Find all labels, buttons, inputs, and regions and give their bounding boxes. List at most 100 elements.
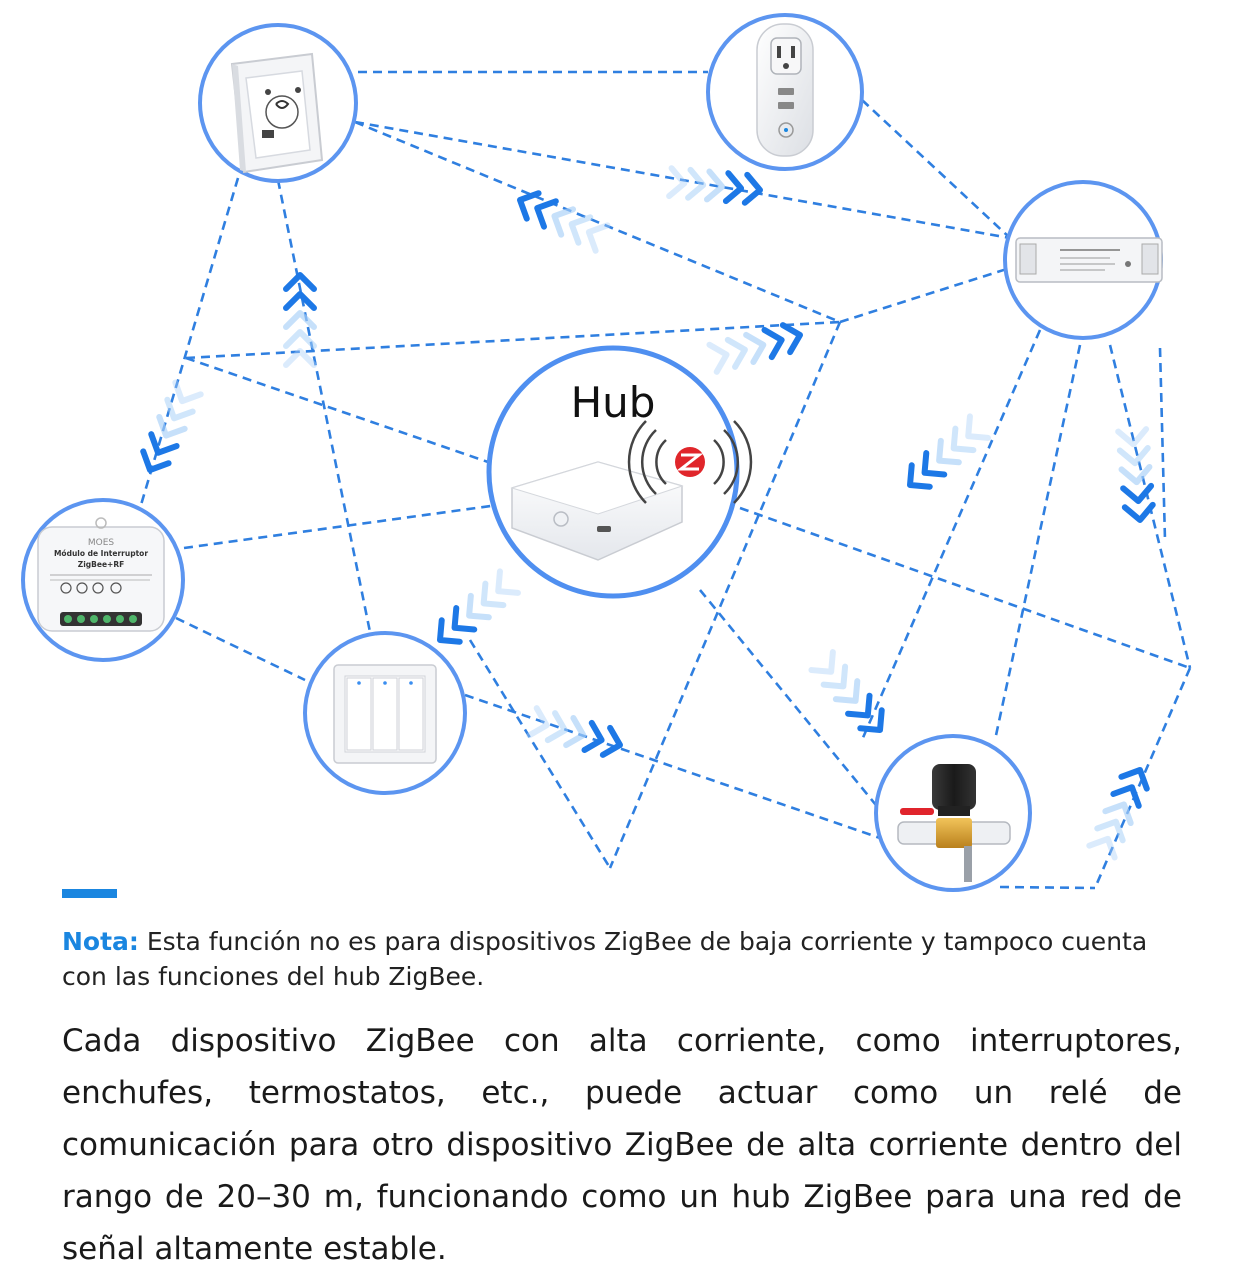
chevron-stroke bbox=[703, 168, 726, 203]
chevron-arrow-icon bbox=[283, 272, 317, 368]
chevron-stroke bbox=[1094, 818, 1126, 844]
chevron-stroke bbox=[965, 413, 991, 441]
chevron-arrow-icon bbox=[140, 379, 204, 473]
switch-module-brand: MOES bbox=[88, 538, 115, 548]
dash-line bbox=[739, 506, 1191, 670]
chevron-stroke bbox=[148, 431, 180, 456]
chevron-stroke bbox=[451, 605, 478, 633]
signal-arrows bbox=[140, 165, 1156, 861]
mesh-network-diagram: MOES Módulo de Interruptor ZigBee+RF bbox=[21, 13, 1192, 892]
dash-line bbox=[860, 329, 1042, 741]
chevron-stroke bbox=[283, 348, 317, 368]
chevron-stroke bbox=[544, 710, 568, 744]
switch-module-title: Módulo de Interruptor bbox=[54, 549, 148, 558]
chevron-stroke bbox=[585, 222, 611, 254]
chevron-stroke bbox=[921, 450, 948, 478]
hub-device-icon bbox=[510, 461, 684, 561]
water-valve-node bbox=[874, 734, 1032, 892]
chevron-stroke bbox=[685, 166, 707, 201]
chevron-stroke bbox=[666, 165, 688, 200]
switch-module-icon: MOES Módulo de Interruptor ZigBee+RF bbox=[37, 517, 165, 632]
chevron-stroke bbox=[936, 437, 962, 466]
dash-line bbox=[185, 320, 841, 360]
chevron-stroke bbox=[832, 678, 861, 704]
hub-node: Hub bbox=[486, 345, 753, 599]
note-body: Esta función no es para dispositivos Zig… bbox=[62, 927, 1148, 991]
chevron-stroke bbox=[845, 692, 873, 719]
accent-bar bbox=[62, 889, 117, 898]
chevron-arrow-icon bbox=[666, 165, 763, 206]
chevron-stroke bbox=[820, 663, 849, 690]
chevron-stroke bbox=[437, 617, 463, 645]
smart-plug-node bbox=[706, 13, 864, 171]
chevron-stroke bbox=[743, 331, 767, 365]
chevron-stroke bbox=[164, 396, 196, 422]
wall-switch-icon bbox=[333, 664, 437, 764]
chevron-stroke bbox=[1102, 801, 1134, 827]
dash-line bbox=[175, 616, 306, 682]
wall-switch-node bbox=[303, 631, 467, 795]
thermostat-icon bbox=[230, 52, 324, 174]
chevron-arrow-icon bbox=[907, 413, 991, 490]
chevron-stroke bbox=[283, 291, 317, 311]
chevron-stroke bbox=[599, 724, 623, 758]
chevron-stroke bbox=[722, 170, 745, 205]
chevron-stroke bbox=[283, 310, 317, 330]
chevron-stroke bbox=[1110, 784, 1142, 809]
chevron-stroke bbox=[1120, 482, 1155, 505]
zigbee-signal-icon bbox=[627, 420, 753, 504]
dash-line bbox=[1158, 347, 1167, 541]
dash-line bbox=[183, 503, 499, 550]
chevron-stroke bbox=[526, 705, 550, 739]
thermostat-node bbox=[198, 23, 358, 183]
chevron-stroke bbox=[581, 719, 605, 753]
relay-controller-node bbox=[1003, 180, 1163, 340]
dash-line bbox=[185, 356, 489, 464]
chevron-stroke bbox=[808, 649, 836, 675]
note-text: Nota: Esta función no es para dispositiv… bbox=[62, 924, 1192, 994]
chevron-arrow-icon bbox=[1086, 767, 1150, 861]
dash-line bbox=[861, 99, 1011, 239]
chevron-arrow-icon bbox=[526, 705, 623, 758]
dash-line bbox=[839, 266, 1011, 324]
dash-line bbox=[354, 120, 1011, 240]
zigbee-logo-icon bbox=[675, 447, 705, 477]
dash-line bbox=[608, 321, 842, 869]
note-label: Nota: bbox=[62, 927, 139, 956]
chevron-stroke bbox=[563, 715, 587, 749]
smart-plug-icon bbox=[756, 23, 814, 157]
chevron-stroke bbox=[741, 171, 763, 206]
chevron-arrow-icon bbox=[706, 322, 803, 375]
dash-line bbox=[698, 589, 882, 811]
chevron-stroke bbox=[907, 462, 933, 490]
dash-line bbox=[136, 177, 240, 516]
chevron-arrow-icon bbox=[437, 568, 521, 645]
chevron-arrow-icon bbox=[517, 190, 611, 254]
chevron-stroke bbox=[950, 425, 977, 454]
chevron-arrow-icon bbox=[808, 649, 885, 733]
chevron-stroke bbox=[551, 206, 577, 238]
chevron-stroke bbox=[283, 272, 317, 292]
switch-module-node: MOES Módulo de Interruptor ZigBee+RF bbox=[21, 498, 185, 662]
dash-line bbox=[464, 693, 881, 840]
chevron-stroke bbox=[480, 580, 507, 609]
chevron-stroke bbox=[761, 327, 785, 361]
chevron-stroke bbox=[1121, 501, 1156, 523]
chevron-stroke bbox=[283, 329, 317, 349]
chevron-arrow-icon bbox=[1115, 426, 1156, 523]
dash-line bbox=[276, 179, 372, 633]
mesh-lines bbox=[136, 70, 1192, 890]
chevron-stroke bbox=[1086, 835, 1118, 861]
chevron-stroke bbox=[779, 322, 803, 356]
chevron-stroke bbox=[1118, 767, 1150, 792]
chevron-stroke bbox=[517, 190, 542, 222]
dash-line bbox=[468, 639, 612, 869]
chevron-stroke bbox=[466, 592, 492, 621]
dash-line bbox=[1093, 667, 1192, 889]
switch-module-subtitle: ZigBee+RF bbox=[78, 560, 124, 569]
hub-title: Hub bbox=[571, 378, 656, 427]
relay-module-icon bbox=[1015, 237, 1163, 283]
chevron-stroke bbox=[724, 336, 748, 370]
chevron-stroke bbox=[568, 214, 594, 246]
chevron-stroke bbox=[172, 379, 204, 405]
